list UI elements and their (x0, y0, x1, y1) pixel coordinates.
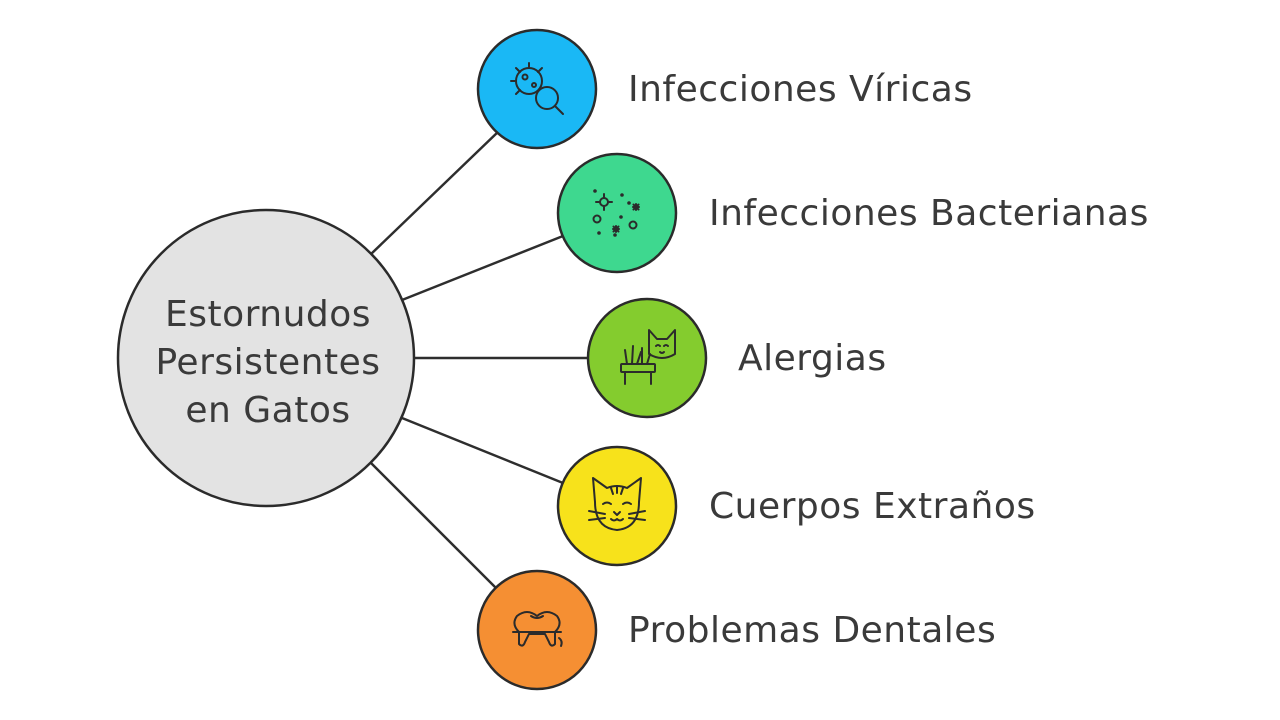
cat-grass-icon (620, 329, 676, 385)
branch-dental-problems: Problemas Dentales (476, 569, 996, 691)
connector-line-1 (369, 129, 501, 256)
connector-line-5 (369, 461, 501, 593)
branch-label-bacterial: Infecciones Bacterianas (709, 193, 1149, 234)
branch-label-foreign-bodies: Cuerpos Extraños (709, 486, 1036, 527)
center-title-line-1: Estornudos (165, 294, 371, 335)
connector-line-4 (401, 416, 564, 485)
cat-face-icon (588, 477, 646, 531)
branch-circle-dental (476, 569, 598, 691)
virus-search-icon (510, 62, 564, 115)
branch-label-viral: Infecciones Víricas (628, 69, 973, 110)
branch-allergies: Alergias (586, 297, 887, 419)
center-node: Estornudos Persistentes en Gatos (116, 208, 416, 508)
branch-circle-foreign-bodies (556, 445, 678, 567)
center-circle (116, 208, 416, 508)
branch-label-dental: Problemas Dentales (628, 610, 996, 651)
branch-viral-infections: Infecciones Víricas (476, 28, 973, 150)
branch-label-allergies: Alergias (738, 338, 887, 379)
branch-foreign-bodies: Cuerpos Extraños (556, 445, 1036, 567)
branch-circle-bacterial (556, 152, 678, 274)
connector-line-2 (401, 234, 564, 302)
bacteria-icon (592, 189, 640, 237)
center-title-line-3: en Gatos (185, 390, 350, 431)
branch-circle-allergies (586, 297, 708, 419)
branch-bacterial-infections: Infecciones Bacterianas (556, 152, 1149, 274)
branch-circle-viral (476, 28, 598, 150)
tooth-icon (512, 611, 563, 647)
center-title-line-2: Persistentes (156, 342, 381, 383)
